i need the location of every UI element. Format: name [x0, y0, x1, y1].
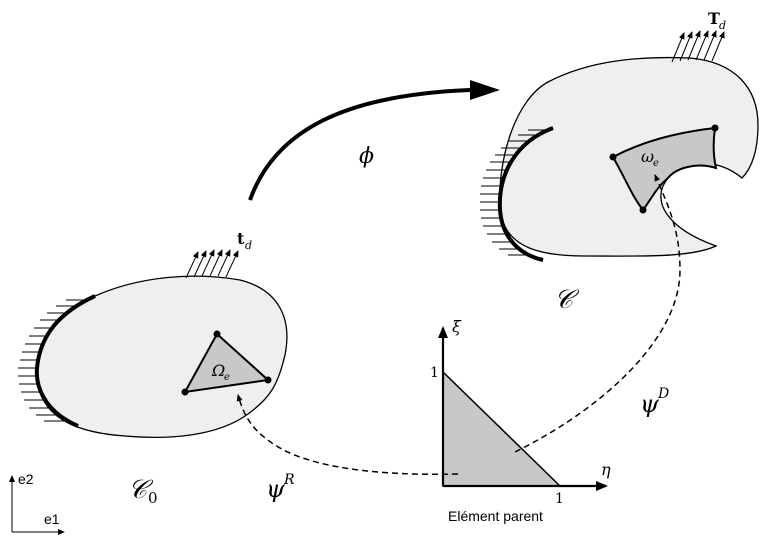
one-horizontal-label: 1	[555, 491, 564, 507]
reference-body: t d Ω e 𝒞 0	[18, 229, 288, 507]
reference-node-3	[181, 388, 189, 396]
psi-R-sup: R	[283, 472, 295, 488]
reference-node-1	[213, 330, 221, 338]
phi-mapping-arrow	[248, 88, 471, 201]
config-ref-sub: 0	[148, 489, 158, 507]
psi-D-sup: D	[657, 386, 669, 402]
psi-R-label: ψ	[266, 475, 286, 503]
traction-ref-sub: d	[245, 239, 252, 252]
parent-element-caption: Elément parent	[448, 508, 543, 524]
reference-hatching	[18, 299, 86, 422]
e2-label: e2	[18, 471, 34, 487]
basis-vectors: e2 e1	[9, 471, 65, 535]
Omega-e-label: Ω	[211, 361, 225, 380]
phi-label: ϕ	[359, 144, 374, 169]
reference-node-2	[264, 376, 272, 384]
phi-arrowhead	[470, 80, 500, 100]
eta-label: η	[601, 460, 611, 479]
parent-element: ξ η 1 1 Elément parent	[430, 317, 611, 524]
parent-triangle	[442, 370, 562, 487]
traction-cur-label: T	[708, 9, 720, 28]
psi-D-mapping	[514, 174, 681, 453]
e1-label: e1	[44, 511, 60, 527]
current-body: T d ω e 𝒞	[480, 9, 759, 315]
current-traction-arrows	[671, 30, 725, 63]
traction-ref-label: t	[237, 229, 245, 248]
omega-e-sub: e	[653, 158, 659, 169]
omega-e-label: ω	[641, 147, 654, 166]
current-node-2	[711, 124, 719, 132]
xi-label: ξ	[452, 317, 462, 336]
one-vertical-label: 1	[430, 365, 439, 381]
psi-R-mapping	[236, 394, 459, 476]
current-node-1	[609, 153, 617, 161]
current-node-3	[639, 206, 647, 214]
traction-cur-sub: d	[719, 19, 726, 32]
Omega-e-sub: e	[224, 372, 230, 383]
current-hatching	[480, 129, 548, 256]
psi-D-label: ψ	[640, 390, 660, 418]
reference-element	[183, 332, 271, 394]
config-cur-label: 𝒞	[554, 285, 580, 315]
reference-traction-arrows	[185, 249, 239, 279]
